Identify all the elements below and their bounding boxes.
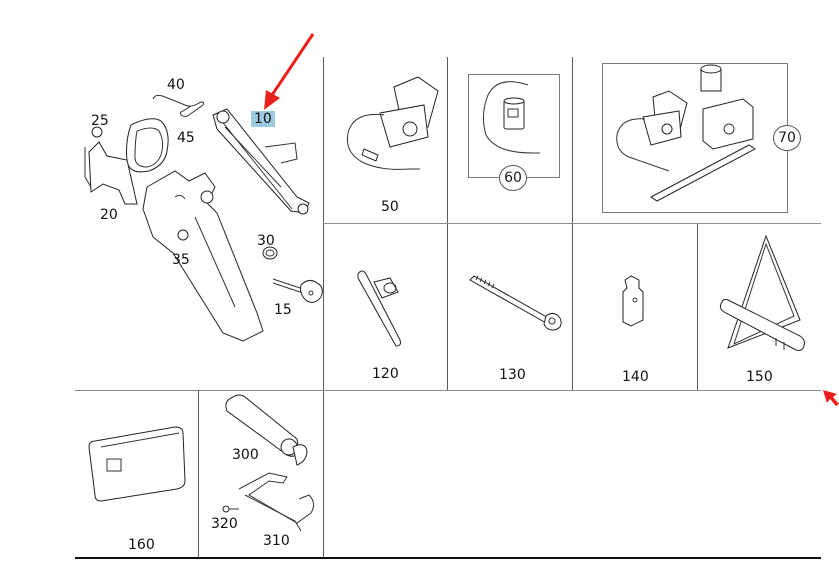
warning-triangle-drawing bbox=[698, 224, 821, 390]
part-cell-130[interactable]: 130 bbox=[448, 224, 572, 390]
part-label-50[interactable]: 50 bbox=[381, 199, 399, 215]
part-label-45[interactable]: 45 bbox=[177, 130, 195, 146]
part-label-25[interactable]: 25 bbox=[91, 113, 109, 129]
first-aid-kit-drawing bbox=[75, 391, 198, 557]
red-cursor-arrow-icon bbox=[823, 390, 839, 406]
part-cell-60[interactable]: 60 bbox=[448, 57, 572, 223]
part-cell-140[interactable]: 140 bbox=[573, 224, 697, 390]
hook-bracket-drawing bbox=[573, 224, 697, 390]
part-label-140[interactable]: 140 bbox=[622, 369, 649, 385]
part-cell-70[interactable]: 70 bbox=[573, 57, 839, 223]
part-label-40[interactable]: 40 bbox=[167, 77, 185, 93]
part-cell-120[interactable]: 120 bbox=[324, 224, 447, 390]
grid-divider-vertical-main bbox=[323, 57, 324, 558]
jack-assembly-drawing bbox=[75, 57, 323, 390]
part-label-70-circled[interactable]: 70 bbox=[773, 125, 801, 151]
part-label-35[interactable]: 35 bbox=[172, 252, 190, 268]
part-label-20[interactable]: 20 bbox=[100, 207, 118, 223]
part-label-300[interactable]: 300 bbox=[232, 447, 259, 463]
part-label-150[interactable]: 150 bbox=[746, 369, 773, 385]
part-cell-160[interactable]: 160 bbox=[75, 391, 198, 557]
fire-extinguisher-drawing bbox=[199, 391, 323, 557]
main-assembly-cell: 40 10 25 45 20 30 35 15 bbox=[75, 57, 323, 390]
part-cell-150[interactable]: 150 bbox=[698, 224, 821, 390]
part-label-30[interactable]: 30 bbox=[257, 233, 275, 249]
part-label-120[interactable]: 120 bbox=[372, 366, 399, 382]
grid-divider-vertical-row1-b bbox=[572, 57, 573, 391]
diagram-bottom-rule bbox=[75, 557, 821, 559]
part-label-60-circled[interactable]: 60 bbox=[499, 165, 527, 191]
grid-divider-vertical-row3 bbox=[198, 390, 199, 558]
red-arrow-annotation bbox=[264, 30, 330, 110]
part-cell-fire-extinguisher[interactable]: 300 320 310 bbox=[199, 391, 323, 557]
tire-repair-compressor-drawing bbox=[324, 57, 447, 223]
grid-divider-horizontal-row2 bbox=[75, 390, 821, 391]
part-cell-50[interactable]: 50 bbox=[324, 57, 447, 223]
sealant-bottle-hose-drawing bbox=[448, 57, 572, 223]
part-label-15[interactable]: 15 bbox=[274, 302, 292, 318]
grid-divider-vertical-row2-c bbox=[697, 223, 698, 391]
grid-divider-vertical-row1-a bbox=[447, 57, 448, 391]
tire-fit-kit-drawing bbox=[573, 57, 839, 223]
part-label-10-highlighted[interactable]: 10 bbox=[251, 111, 275, 127]
extinguisher-bracket-drawing bbox=[199, 391, 323, 557]
grid-divider-horizontal-row1 bbox=[323, 223, 821, 224]
part-label-320[interactable]: 320 bbox=[211, 516, 238, 532]
part-label-310[interactable]: 310 bbox=[263, 533, 290, 549]
part-label-130[interactable]: 130 bbox=[499, 367, 526, 383]
wheel-bolt-wrench-drawing bbox=[324, 224, 447, 390]
part-label-160[interactable]: 160 bbox=[128, 537, 155, 553]
towing-eye-drawing bbox=[448, 224, 572, 390]
